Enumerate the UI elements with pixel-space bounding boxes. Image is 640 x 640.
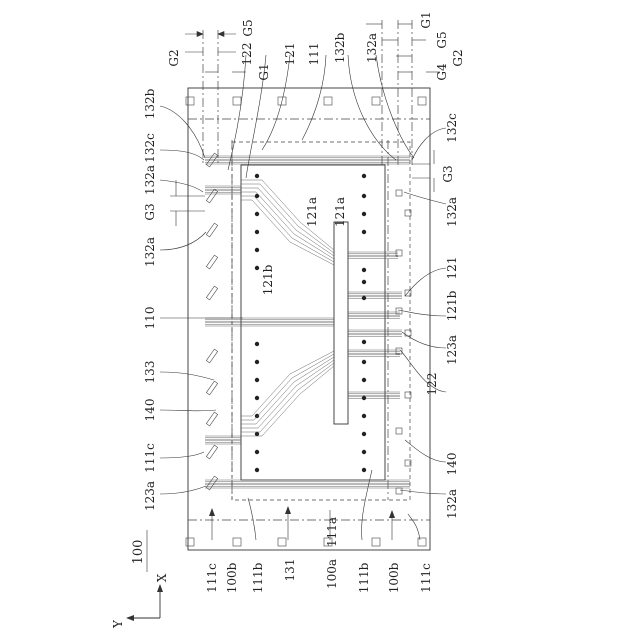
label-123a-right: 123a (445, 335, 459, 365)
label-121-top: 121 (283, 43, 297, 66)
label-132b-left: 132b (143, 88, 157, 119)
via-dot (362, 280, 366, 284)
label-121b-inner: 121b (261, 264, 275, 295)
left-labels: 132b 132c 132a G3 132a 110 133 140 111c … (143, 88, 157, 511)
label-111c-bottom-left: 111c (205, 563, 219, 593)
via-dot (362, 174, 366, 178)
axis-indicator: X Y (111, 573, 169, 629)
label-g3-left: G3 (143, 203, 157, 220)
label-g1-top-left: G1 (257, 63, 271, 80)
via-dot (362, 360, 366, 364)
via-dot (362, 340, 366, 344)
label-g4-top-right: G4 (435, 63, 449, 81)
label-132a-right-upper: 132a (445, 197, 459, 227)
label-111a: 111a (325, 517, 339, 547)
via-dot (255, 432, 259, 436)
top-right-labels: G1 G5 G2 G4 (419, 11, 465, 80)
label-111c-bottom-right: 111c (419, 563, 433, 593)
label-110: 110 (143, 307, 157, 330)
via-dot (362, 194, 366, 198)
center-strip (334, 222, 348, 424)
via-dot (255, 342, 259, 346)
label-121-right: 121 (445, 257, 459, 280)
substrate-outline (188, 88, 430, 550)
label-132b-top: 132b (333, 32, 347, 63)
label-121a-inner-b: 121a (333, 197, 347, 227)
label-111-top: 111 (307, 43, 321, 66)
via-dot (362, 450, 366, 454)
label-131: 131 (283, 559, 297, 582)
label-g1-top-right: G1 (419, 11, 433, 28)
top-labels: G2 G5 G1 122 121 111 132b 132a (167, 19, 379, 80)
bottom-labels: 111c 100b 111b 131 100a 111a 111b 100b 1… (205, 517, 433, 593)
via-dot (255, 212, 259, 216)
label-g2-top-left: G2 (167, 49, 181, 66)
label-g2-top-right: G2 (451, 49, 465, 66)
label-122-right: 122 (425, 373, 439, 396)
label-132a-right-lower: 132a (445, 489, 459, 519)
label-111b-bottom-right: 111b (357, 562, 371, 593)
via-dot (255, 468, 259, 472)
via-dot (255, 450, 259, 454)
label-100b-bottom-right: 100b (387, 562, 401, 593)
label-132a-top: 132a (365, 33, 379, 63)
via-dot (255, 396, 259, 400)
right-pad-column (396, 190, 411, 494)
via-dot (362, 414, 366, 418)
label-111c-left: 111c (143, 443, 157, 473)
via-dot (362, 230, 366, 234)
label-132c-left: 132c (143, 133, 157, 163)
via-dot (255, 414, 259, 418)
top-pad-row (186, 97, 426, 105)
label-132a-left-lower: 132a (143, 237, 157, 267)
label-g5-top-left: G5 (241, 19, 255, 36)
via-dot (255, 230, 259, 234)
bottom-pad-row (186, 538, 426, 546)
label-132c-right: 132c (445, 113, 459, 143)
via-dot (362, 212, 366, 216)
via-dot (255, 378, 259, 382)
via-dot (255, 248, 259, 252)
via-dot (362, 296, 366, 300)
label-g3-right: G3 (441, 165, 455, 182)
via-dot (362, 396, 366, 400)
label-132a-left-upper: 132a (143, 165, 157, 195)
via-dot (362, 378, 366, 382)
figure-ref-100: 100 (131, 540, 146, 565)
via-dot (255, 266, 259, 270)
label-123a-left: 123a (143, 481, 157, 511)
label-140-right: 140 (445, 453, 459, 476)
via-dot (255, 360, 259, 364)
label-100a: 100a (325, 559, 339, 589)
label-140-left: 140 (143, 399, 157, 422)
axis-y-label: Y (111, 619, 125, 629)
axis-x-label: X (155, 573, 169, 582)
label-121b-right: 121b (445, 290, 459, 321)
via-dot (255, 174, 259, 178)
label-122-top: 122 (240, 43, 254, 66)
label-100b-bottom-left: 100b (225, 562, 239, 593)
label-133: 133 (143, 361, 157, 384)
dimension-marks (170, 24, 440, 226)
via-dot (362, 432, 366, 436)
via-dot (362, 268, 366, 272)
label-121a-inner-a: 121a (305, 197, 319, 227)
label-g5-top-right: G5 (435, 31, 449, 48)
via-dot (362, 468, 366, 472)
label-111b-bottom-left: 111b (251, 562, 265, 593)
